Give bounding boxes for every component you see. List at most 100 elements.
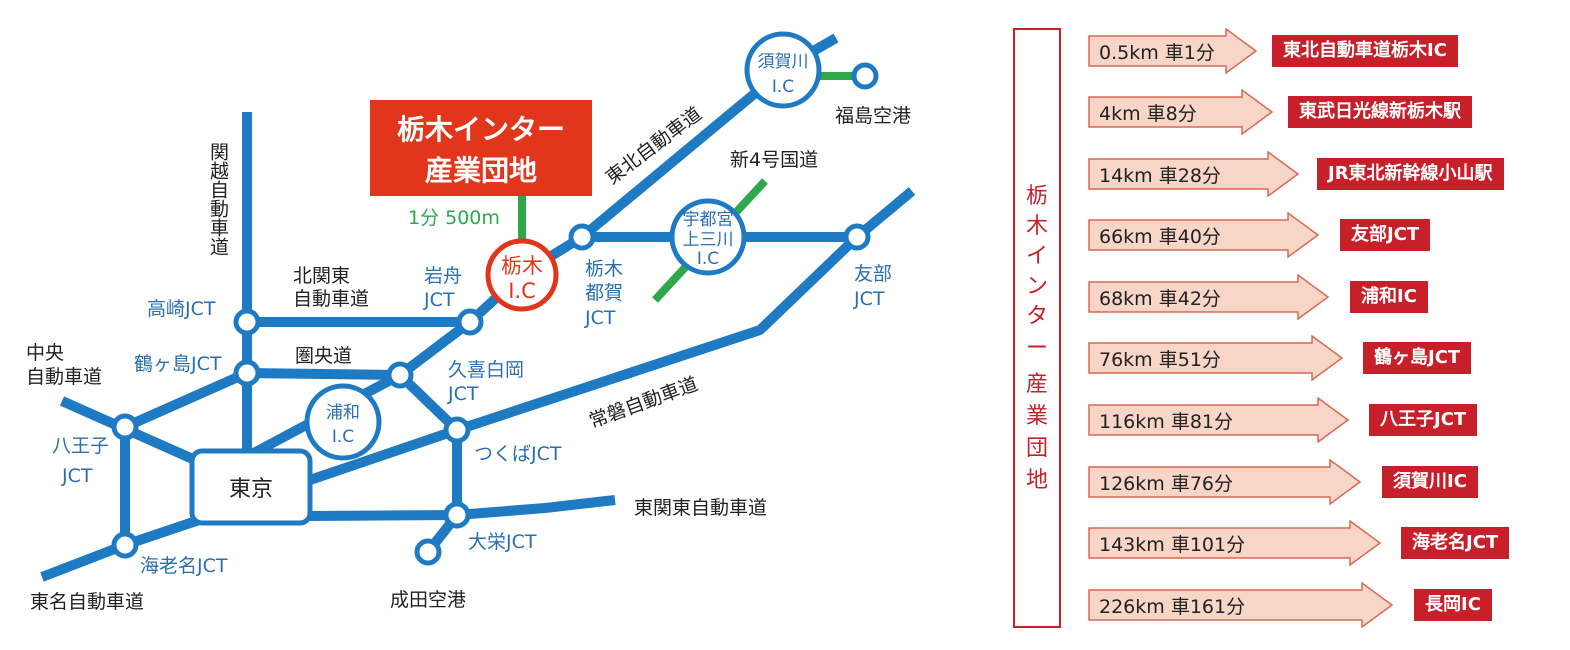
distance-text: 143km 車101分: [1099, 534, 1246, 556]
oei-jct-node: [443, 501, 471, 529]
tochigi-ic-label2: I.C: [508, 279, 536, 303]
sukagawa-label1: 須賀川: [758, 52, 809, 72]
sukagawa-label2: I.C: [772, 77, 794, 97]
utsunomiya-label3: I.C: [697, 249, 719, 269]
kuki-jct-label2: JCT: [447, 383, 479, 405]
destination-label: 浦和IC: [1350, 281, 1428, 313]
vertical-title-char: 木: [1025, 214, 1048, 239]
tokyo-box: [189, 448, 313, 526]
site-title-line2: 産業団地: [425, 154, 537, 187]
destination-label: JR東北新幹線小山駅: [1317, 158, 1504, 190]
destination-label: 鶴ヶ島JCT: [1363, 342, 1472, 374]
destination-label: 東武日光線新栃木駅: [1288, 96, 1472, 128]
destination-label: 友部JCT: [1340, 219, 1431, 251]
distance-arrow: [1088, 335, 1344, 381]
joban-road: [308, 187, 916, 485]
utsunomiya-label1: 宇都宮: [683, 210, 734, 230]
vertical-title-char: ー: [1025, 336, 1048, 361]
tomei-label: 東名自動車道: [30, 591, 144, 613]
vertical-title-char: 栃: [1025, 184, 1048, 209]
distance-text: 14km 車28分: [1099, 165, 1221, 187]
tochigitsuga-jct-node: [568, 223, 596, 251]
kitakanto-label1: 北関東: [293, 265, 350, 287]
tochigitsuga-label1: 栃木: [585, 258, 623, 280]
iwafune-jct-node: [456, 308, 484, 336]
urawa-label1: 浦和: [326, 403, 360, 423]
distance-arrow: [1088, 520, 1382, 566]
destination-label: 長岡IC: [1414, 589, 1492, 621]
vertical-title-char: 業: [1025, 404, 1048, 429]
hachioji-jct-label1: 八王子: [52, 435, 109, 457]
higashikanto-label: 東関東自動車道: [634, 497, 767, 519]
kuki-jct-label1: 久喜白岡: [448, 359, 524, 381]
tomobe-label2: JCT: [853, 288, 885, 310]
vertical-title-box: 栃 木 イ ン タ ー 産 業 団 地: [1013, 28, 1061, 628]
utsunomiya-label2: 上三川: [683, 230, 734, 250]
tsurugashima-jct-label: 鶴ヶ島JCT: [134, 353, 222, 375]
distance-arrow: [1088, 459, 1362, 505]
hachioji-jct-node: [111, 413, 139, 441]
distance-text: 4km 車8分: [1099, 103, 1197, 125]
vertical-title-char: 産: [1025, 372, 1048, 397]
utsunomiya-ic-node: [669, 198, 747, 276]
oei-jct-label: 大栄JCT: [468, 531, 537, 553]
tochigitsuga-label3: JCT: [584, 307, 616, 329]
distance-arrow: [1088, 274, 1330, 320]
hachioji-jct-label2: JCT: [61, 465, 93, 487]
ken-o-label: 圏央道: [295, 345, 352, 367]
distance-text: 76km 車51分: [1099, 349, 1221, 371]
tsukuba-jct-node: [443, 416, 471, 444]
chuo-label1: 中央: [26, 342, 64, 364]
distance-arrow: [1088, 212, 1320, 258]
tomobe-label1: 友部: [854, 263, 892, 285]
distance-text: 68km 車42分: [1099, 288, 1221, 310]
tokyo-label: 東京: [229, 477, 273, 502]
iwafune-label2: JCT: [423, 289, 455, 311]
distance-text: 116km 車81分: [1099, 411, 1233, 433]
destination-label: 海老名JCT: [1401, 527, 1510, 559]
iwafune-label1: 岩舟: [424, 265, 462, 287]
destination-label: 須賀川IC: [1382, 466, 1478, 498]
site-access-time: 1分 500m: [408, 207, 500, 229]
site-title-box: [370, 100, 592, 196]
site-title-line1: 栃木インター: [397, 113, 565, 146]
destination-label: 東北自動車道栃木IC: [1272, 35, 1458, 67]
distance-arrow: [1088, 28, 1258, 74]
distance-arrow: [1088, 582, 1394, 628]
higashikanto-road: [309, 495, 616, 521]
urawa-label2: I.C: [332, 427, 354, 447]
fukushima-airport-node: [851, 62, 879, 90]
distance-arrow: [1088, 397, 1350, 443]
sukagawa-ic-node: [744, 31, 822, 109]
ebina-jct-label: 海老名JCT: [140, 555, 228, 577]
chuo-label2: 自動車道: [26, 366, 102, 388]
tomobe-jct-node: [843, 223, 871, 251]
distance-arrow: [1088, 151, 1300, 197]
new-route4-label: 新4号国道: [730, 149, 818, 171]
tochigi-ic-label1: 栃木: [501, 254, 543, 278]
vertical-title-char: イ: [1025, 244, 1048, 269]
vertical-title-char: タ: [1025, 304, 1048, 329]
highway-map: 東京 栃木インター 産業団地 1分 500m 栃木 I.C 須賀川 I.C 宇都…: [26, 31, 916, 613]
tsukuba-jct-label: つくばJCT: [474, 443, 562, 465]
fukushima-airport-label: 福島空港: [835, 105, 911, 127]
kuki-jct-node: [386, 361, 414, 389]
distance-text: 66km 車40分: [1099, 226, 1221, 248]
tsurugashima-jct-node: [233, 359, 261, 387]
urawa-ic-node: [304, 383, 382, 461]
destination-label: 八王子JCT: [1369, 404, 1478, 436]
ebina-jct-node: [111, 531, 139, 559]
vertical-title-char: 団: [1025, 436, 1048, 461]
distance-arrow: [1088, 89, 1274, 135]
distance-text: 126km 車76分: [1099, 473, 1233, 495]
tochigitsuga-label2: 都賀: [585, 282, 623, 304]
vertical-title-char: 地: [1025, 468, 1048, 493]
distance-text: 0.5km 車1分: [1099, 42, 1215, 64]
distance-text: 226km 車161分: [1099, 596, 1246, 618]
takasaki-jct-label: 高崎JCT: [147, 298, 216, 320]
narita-airport-node: [414, 538, 442, 566]
takasaki-jct-node: [233, 308, 261, 336]
tochigi-ic-node: [485, 238, 559, 312]
kitakanto-label2: 自動車道: [293, 288, 369, 310]
kanetsu-label: 関越自動車道: [207, 142, 229, 256]
